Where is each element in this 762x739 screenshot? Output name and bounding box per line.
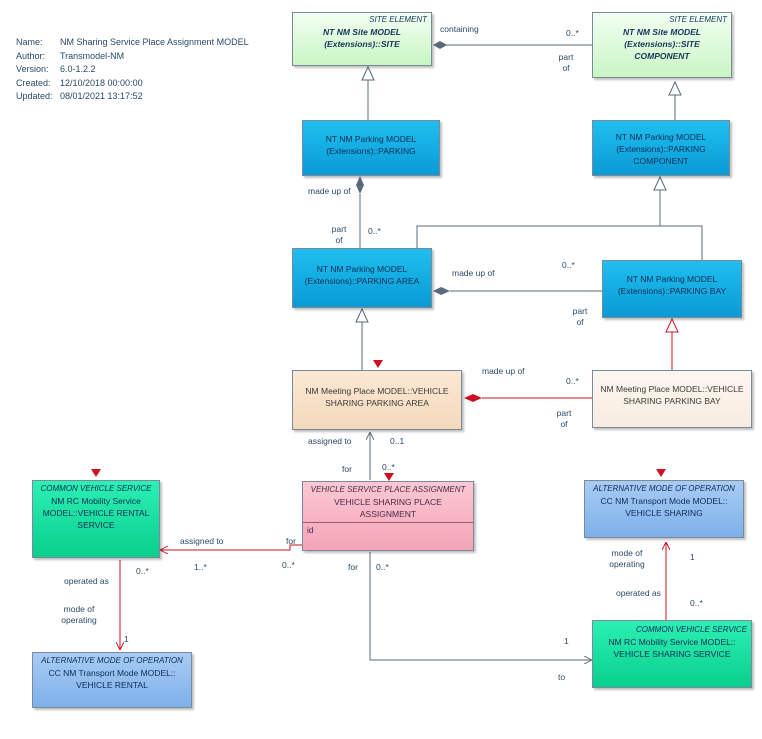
label-for-rental: for <box>286 536 296 546</box>
stereotype-label: COMMON VEHICLE SERVICE <box>636 625 747 634</box>
diagram-metadata: Name:NM Sharing Service Place Assignment… <box>16 36 249 104</box>
edge-parking-component-generalizes-site-component <box>668 80 682 120</box>
class-vehicle-sharing-parking-area[interactable]: NM Meeting Place MODEL::VEHICLE SHARING … <box>292 370 462 430</box>
class-name: NT NM Parking MODEL (Extensions)::PARKIN… <box>617 274 727 296</box>
note-marker-vehicle-sharing <box>656 469 666 477</box>
edge-parking-generalizes-site <box>361 65 375 120</box>
class-site-component[interactable]: SITE ELEMENT NT NM Site MODEL (Extension… <box>592 12 732 78</box>
edge-vs-area-made-up-of-vs-bay <box>464 394 592 402</box>
class-site[interactable]: SITE ELEMENT NT NM Site MODEL (Extension… <box>292 12 432 66</box>
edge-area-made-up-of-bay <box>433 287 602 295</box>
label-rental-mode-multiplicity: 1 <box>124 634 129 644</box>
note-marker-vs-area <box>373 360 383 368</box>
label-sharing-operation-multiplicity: 0..* <box>690 598 703 608</box>
meta-row-created: Created:12/10/2018 00:00:00 <box>16 77 143 88</box>
label-sharing-mode-multiplicity: 1 <box>690 552 695 562</box>
class-name: NT NM Parking MODEL (Extensions)::PARKIN… <box>325 134 417 156</box>
label-part-of-parking: part of <box>331 224 347 245</box>
label-rental-multiplicity: 1..* <box>194 562 207 572</box>
label-part-of-bay: part of <box>572 306 588 327</box>
stereotype-label: SITE ELEMENT <box>369 15 427 24</box>
class-vehicle-rental[interactable]: ALTERNATIVE MODE OF OPERATION CC NM Tran… <box>32 652 192 708</box>
class-parking-component[interactable]: NT NM Parking MODEL (Extensions)::PARKIN… <box>592 120 730 176</box>
class-name: NM RC Mobility Service MODEL::VEHICLE RE… <box>42 496 150 530</box>
label-mode-of-operating-rental: mode of operating <box>61 604 97 625</box>
note-marker-assignment <box>384 473 394 481</box>
label-made-up-of-vs: made up of <box>482 366 525 376</box>
meta-row-name: Name:NM Sharing Service Place Assignment… <box>16 37 249 47</box>
meta-row-author: Author:Transmodel-NM <box>16 50 125 61</box>
label-part-of-vs: part of <box>556 408 572 429</box>
label-for-sharing: for <box>348 562 358 572</box>
label-assignment-multiplicity-left: 0..* <box>282 560 295 570</box>
edge-assignment-to-sharing-service <box>369 552 592 660</box>
label-made-up-of-parking: made up of <box>308 186 351 196</box>
label-bay-multiplicity: 0..* <box>562 260 575 270</box>
stereotype-label: ALTERNATIVE MODE OF OPERATION <box>41 656 183 665</box>
edge-site-containing-component <box>433 41 592 49</box>
meta-row-version: Version:6.0-1.2.2 <box>16 64 96 74</box>
class-attribute-id: id <box>303 522 473 537</box>
edge-area-bay-generalize-component <box>416 175 703 260</box>
label-site-multiplicity: 0..* <box>566 28 579 38</box>
stereotype-label: COMMON VEHICLE SERVICE <box>40 484 152 493</box>
edge-parking-made-up-of-area <box>356 176 364 248</box>
class-name: NT NM Parking MODEL (Extensions)::PARKIN… <box>304 264 420 286</box>
label-assignment-multiplicity-top: 0..* <box>382 462 395 472</box>
label-made-up-of-area: made up of <box>452 268 495 278</box>
label-assigned-to-rental: assigned to <box>180 536 224 546</box>
label-rental-operation-multiplicity: 0..* <box>136 566 149 576</box>
class-vehicle-sharing-place-assignment[interactable]: VEHICLE SERVICE PLACE ASSIGNMENT VEHICLE… <box>302 481 474 551</box>
label-mode-of-operating-sharing: mode of operating <box>609 548 645 569</box>
label-to: to <box>558 672 566 682</box>
label-area-multiplicity: 0..1 <box>390 436 405 446</box>
stereotype-label: SITE ELEMENT <box>669 15 727 24</box>
class-vehicle-sharing[interactable]: ALTERNATIVE MODE OF OPERATION CC NM Tran… <box>584 480 744 538</box>
class-name: NM RC Mobility Service MODEL:: VEHICLE S… <box>608 637 736 659</box>
class-name: NM Meeting Place MODEL::VEHICLE SHARING … <box>305 386 449 408</box>
label-operated-as-sharing: operated as <box>616 588 661 598</box>
label-assignment-multiplicity-bottom: 0..* <box>376 562 389 572</box>
edge-vs-area-generalizes-area <box>355 307 369 370</box>
label-parking-multiplicity: 0..* <box>368 226 381 236</box>
label-assigned-to-area: assigned to <box>308 436 352 446</box>
meta-row-updated: Updated:08/01/2021 13:17:52 <box>16 91 143 101</box>
class-name: CC NM Transport Mode MODEL:: VEHICLE REN… <box>48 668 176 690</box>
class-name: VEHICLE SHARING PLACE ASSIGNMENT <box>334 497 442 519</box>
stereotype-label: VEHICLE SERVICE PLACE ASSIGNMENT <box>310 485 466 494</box>
class-parking[interactable]: NT NM Parking MODEL (Extensions)::PARKIN… <box>302 120 440 176</box>
label-part-of-site: part of <box>558 52 574 73</box>
class-parking-area[interactable]: NT NM Parking MODEL (Extensions)::PARKIN… <box>292 248 432 308</box>
class-name: NT NM Site MODEL (Extensions)::SITE COMP… <box>623 27 701 61</box>
note-marker-rental <box>91 469 101 477</box>
label-for-area: for <box>342 464 352 474</box>
stereotype-label: ALTERNATIVE MODE OF OPERATION <box>593 484 735 493</box>
label-operated-as-rental: operated as <box>64 576 109 586</box>
class-name: CC NM Transport Mode MODEL:: VEHICLE SHA… <box>600 496 728 518</box>
class-vehicle-sharing-service[interactable]: COMMON VEHICLE SERVICE NM RC Mobility Se… <box>592 620 752 688</box>
class-name: NM Meeting Place MODEL::VEHICLE SHARING … <box>600 384 744 406</box>
label-vs-multiplicity: 0..* <box>566 376 579 386</box>
class-parking-bay[interactable]: NT NM Parking MODEL (Extensions)::PARKIN… <box>602 260 742 318</box>
class-name: NT NM Site MODEL (Extensions)::SITE <box>323 27 401 49</box>
edge-assignment-to-rental-service <box>160 544 303 550</box>
edge-vs-bay-generalizes-bay <box>665 317 679 370</box>
label-to-multiplicity: 1 <box>564 636 569 646</box>
class-name: NT NM Parking MODEL (Extensions)::PARKIN… <box>615 132 707 166</box>
label-containing: containing <box>440 24 479 34</box>
class-vehicle-sharing-parking-bay[interactable]: NM Meeting Place MODEL::VEHICLE SHARING … <box>592 370 752 428</box>
class-vehicle-rental-service[interactable]: COMMON VEHICLE SERVICE NM RC Mobility Se… <box>32 480 160 558</box>
